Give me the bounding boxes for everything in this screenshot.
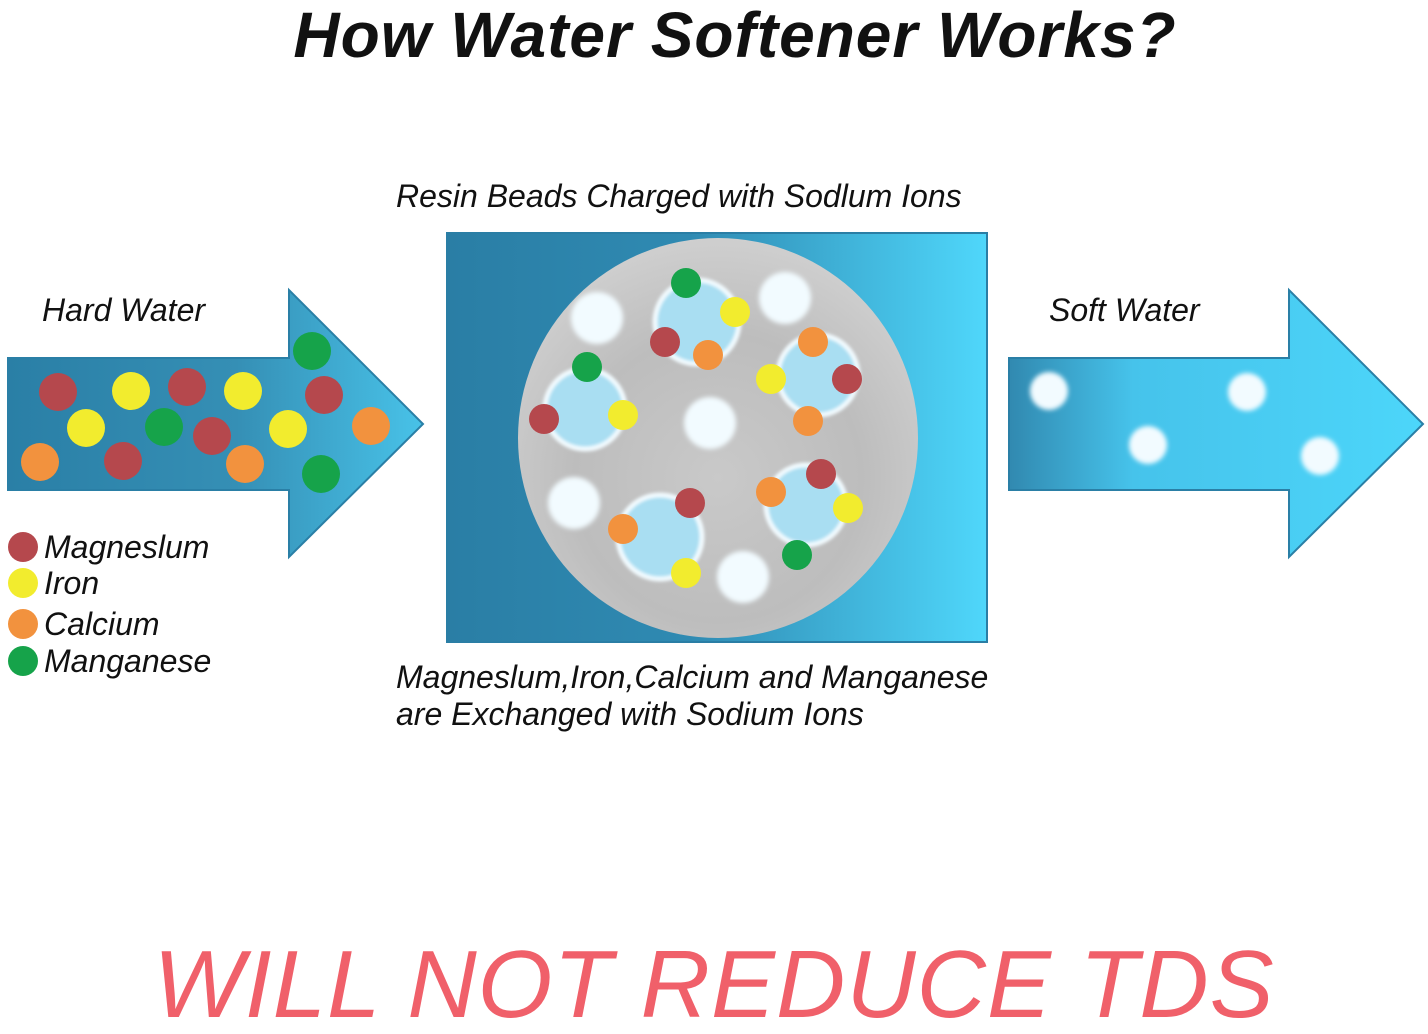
page-title: How Water Softener Works? bbox=[293, 0, 1177, 71]
sodium-bead bbox=[548, 477, 600, 529]
exchange-caption-line1: Magneslum,Iron,Calcium and Manganese bbox=[396, 659, 989, 695]
magnesium-ion bbox=[168, 368, 206, 406]
legend-item-calcium: Calcium bbox=[8, 605, 160, 642]
magnesium-ion bbox=[806, 459, 836, 489]
legend-item-manganese: Manganese bbox=[8, 642, 212, 679]
sodium-bead bbox=[1030, 372, 1068, 410]
legend-label: Iron bbox=[44, 564, 100, 601]
calcium-ion bbox=[608, 514, 638, 544]
iron-ion bbox=[756, 364, 786, 394]
manganese-dot-icon bbox=[8, 646, 38, 676]
tds-warning: WILL NOT REDUCE TDS bbox=[153, 931, 1275, 1034]
sodium-bead bbox=[759, 272, 811, 324]
magnesium-ion bbox=[832, 364, 862, 394]
calcium-ion bbox=[693, 340, 723, 370]
soft-water-arrow bbox=[1008, 287, 1425, 560]
calcium-ion bbox=[793, 406, 823, 436]
legend-label: Manganese bbox=[44, 642, 212, 679]
magnesium-ion bbox=[193, 417, 231, 455]
sodium-bead bbox=[1228, 373, 1266, 411]
magnesium-ion bbox=[305, 376, 343, 414]
manganese-ion bbox=[572, 352, 602, 382]
manganese-ion bbox=[302, 455, 340, 493]
sodium-bead bbox=[1129, 426, 1167, 464]
legend-label: Magneslum bbox=[44, 528, 210, 565]
iron-ion bbox=[720, 297, 750, 327]
calcium-dot-icon bbox=[8, 609, 38, 639]
iron-ion bbox=[671, 558, 701, 588]
sodium-beads bbox=[548, 272, 811, 603]
calcium-ion bbox=[756, 477, 786, 507]
sodium-bead bbox=[1301, 437, 1339, 475]
manganese-ion bbox=[293, 332, 331, 370]
magnesium-ion bbox=[39, 373, 77, 411]
legend-item-iron: Iron bbox=[8, 564, 100, 601]
iron-ion bbox=[608, 400, 638, 430]
sodium-bead bbox=[717, 551, 769, 603]
iron-ion bbox=[833, 493, 863, 523]
calcium-ion bbox=[21, 443, 59, 481]
magnesium-ion bbox=[650, 327, 680, 357]
iron-ion bbox=[67, 409, 105, 447]
iron-ion bbox=[224, 372, 262, 410]
resin-beads-label: Resin Beads Charged with Sodlum Ions bbox=[396, 178, 962, 214]
iron-ion bbox=[112, 372, 150, 410]
exchange-caption-line2: are Exchanged with Sodium Ions bbox=[396, 696, 864, 732]
hard-water-ions bbox=[21, 332, 390, 493]
sodium-bead bbox=[571, 292, 623, 344]
calcium-ion bbox=[352, 407, 390, 445]
soft-water-sodium-beads bbox=[1030, 372, 1339, 475]
manganese-ion bbox=[782, 540, 812, 570]
calcium-ion bbox=[798, 327, 828, 357]
magnesium-dot-icon bbox=[8, 532, 38, 562]
iron-dot-icon bbox=[8, 568, 38, 598]
manganese-ion bbox=[671, 268, 701, 298]
manganese-ion bbox=[145, 408, 183, 446]
legend-item-magnesium: Magneslum bbox=[8, 528, 210, 565]
soft-water-label: Soft Water bbox=[1049, 292, 1200, 328]
calcium-ion bbox=[226, 445, 264, 483]
magnesium-ion bbox=[675, 488, 705, 518]
sodium-bead bbox=[684, 397, 736, 449]
hard-water-label: Hard Water bbox=[42, 292, 206, 328]
magnesium-ion bbox=[104, 442, 142, 480]
captured-ions bbox=[529, 268, 863, 588]
iron-ion bbox=[269, 410, 307, 448]
legend-label: Calcium bbox=[44, 605, 160, 642]
magnesium-ion bbox=[529, 404, 559, 434]
